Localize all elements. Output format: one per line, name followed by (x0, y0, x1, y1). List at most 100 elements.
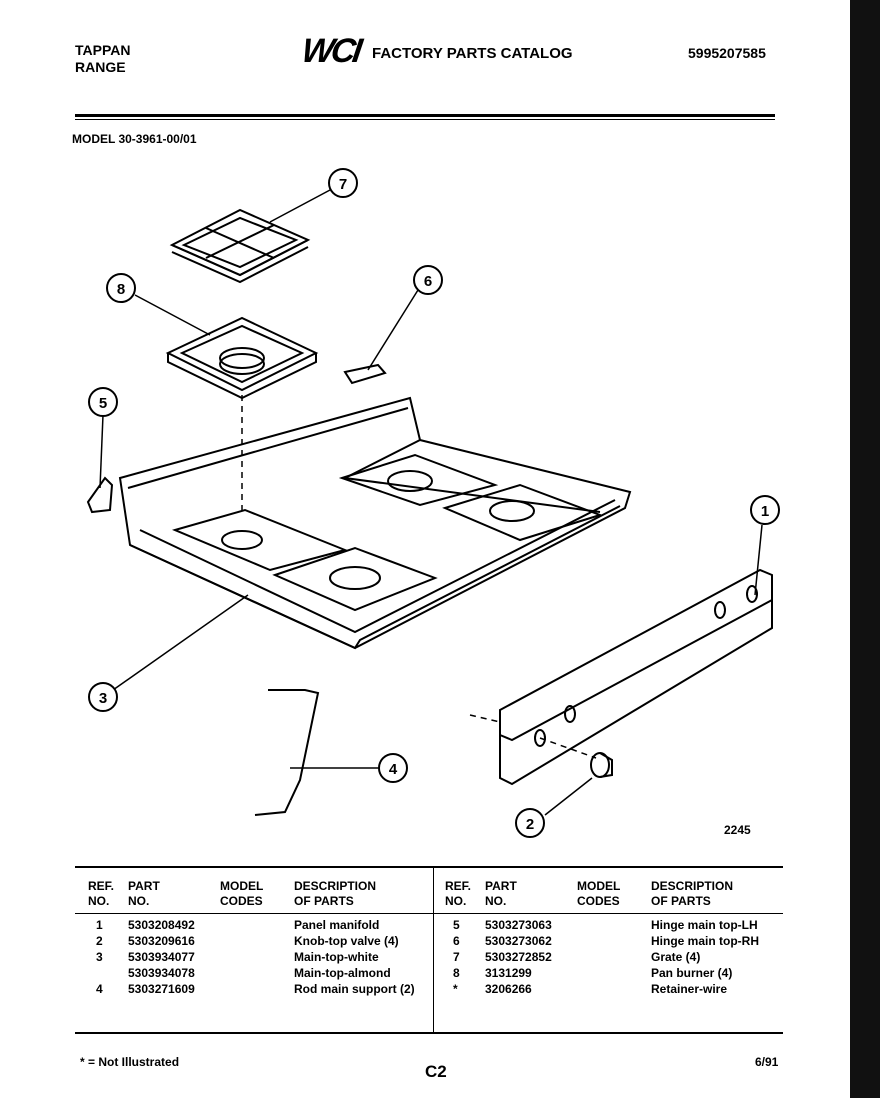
part-description: Main-top-white (294, 950, 379, 964)
header-of-parts: OF PARTS (651, 894, 711, 908)
header-desc: DESCRIPTION (651, 879, 734, 893)
header-model: MODEL (220, 879, 264, 893)
support-rod-drawing (254, 689, 320, 816)
header-ref-no: NO. (88, 894, 110, 908)
grate-drawing (169, 208, 311, 284)
header-part: PART (485, 879, 517, 893)
table-row: 2 5303209616 Knob-top valve (4) (88, 933, 434, 949)
table-center-divider (433, 868, 434, 1032)
table-row: 4 5303271609 Rod main support (2) (88, 981, 434, 997)
table-row: 1 5303208492 Panel manifold (88, 917, 434, 933)
part-no: 3131299 (485, 966, 532, 980)
header-rule (75, 114, 775, 117)
catalog-number: 5995207585 (688, 45, 766, 61)
part-no: 5303272852 (485, 950, 552, 964)
header-part: PART (128, 879, 160, 893)
model-number: MODEL 30-3961-00/01 (72, 132, 197, 146)
pan-burner-drawing (165, 316, 319, 400)
model-codes (577, 981, 651, 997)
callout-5-label: 5 (99, 395, 107, 412)
header-part-no: NO. (128, 894, 150, 908)
callout-7 (328, 168, 358, 198)
model-codes (220, 949, 294, 965)
header-part-no: NO. (485, 894, 507, 908)
callout-3-label: 3 (99, 690, 107, 707)
hinge-lh-drawing (86, 476, 114, 514)
header-ref-no: NO. (445, 894, 467, 908)
ref-no (88, 965, 128, 981)
callout-8 (106, 273, 136, 303)
callout-7-label: 7 (339, 176, 347, 193)
wci-logo: WCI (299, 32, 362, 70)
part-description: Hinge main top-LH (651, 918, 758, 932)
publication-date: 6/91 (755, 1055, 779, 1069)
model-codes (577, 965, 651, 981)
ref-no: 3 (96, 950, 103, 964)
part-description: Retainer-wire (651, 982, 728, 996)
ref-no: 6 (453, 934, 460, 948)
part-no: 5303934077 (128, 950, 195, 964)
callout-6 (413, 265, 443, 295)
header-ref: REF. (88, 879, 115, 893)
ref-no: 4 (96, 982, 103, 996)
callout-1 (750, 495, 780, 525)
callout-2-label: 2 (526, 816, 534, 833)
header-desc: DESCRIPTION (294, 879, 377, 893)
callout-6-label: 6 (424, 273, 432, 290)
part-description: Rod main support (2) (294, 982, 415, 996)
model-codes (220, 965, 294, 981)
header-ref: REF. (445, 879, 472, 893)
callout-3 (88, 682, 118, 712)
table-header-rule (75, 913, 783, 914)
model-codes (577, 949, 651, 965)
callout-1-label: 1 (761, 503, 769, 520)
catalog-title: FACTORY PARTS CATALOG (372, 45, 573, 62)
part-no: 5303271609 (128, 982, 195, 996)
part-no: 5303208492 (128, 918, 195, 932)
callout-2 (515, 808, 545, 838)
model-codes (220, 981, 294, 997)
part-description: Pan burner (4) (651, 966, 733, 980)
knob-drawing (590, 752, 613, 778)
model-codes (577, 933, 651, 949)
part-description: Main-top-almond (294, 966, 391, 980)
product-type: RANGE (75, 59, 126, 75)
table-row: 3 5303934077 Main-top-white (88, 949, 434, 965)
header-rule-thin (75, 119, 775, 120)
panel-manifold-drawing (499, 568, 773, 786)
table-row: 8 3131299 Pan burner (4) (445, 965, 791, 981)
hinge-rh-drawing (343, 363, 387, 385)
header-codes: CODES (220, 894, 263, 908)
table-row: 5 5303273063 Hinge main top-LH (445, 917, 791, 933)
ref-no: 1 (96, 918, 103, 932)
header-of-parts: OF PARTS (294, 894, 354, 908)
ref-no: * (453, 982, 458, 996)
header-model: MODEL (577, 879, 621, 893)
page-number: C2 (425, 1062, 447, 1081)
table-row: 6 5303273062 Hinge main top-RH (445, 933, 791, 949)
callout-4 (378, 753, 408, 783)
part-description: Hinge main top-RH (651, 934, 759, 948)
table-bottom-rule (75, 1032, 783, 1034)
callout-8-label: 8 (117, 281, 125, 298)
part-no: 5303209616 (128, 934, 195, 948)
table-row: 5303934078 Main-top-almond (88, 965, 434, 981)
part-no: 5303273062 (485, 934, 552, 948)
drawing-number: 2245 (724, 823, 751, 837)
model-codes (577, 917, 651, 933)
ref-no: 8 (453, 966, 460, 980)
ref-no: 7 (453, 950, 460, 964)
table-row: 7 5303272852 Grate (4) (445, 949, 791, 965)
part-no: 5303273063 (485, 918, 552, 932)
brand-name: TAPPAN (75, 42, 131, 58)
table-top-rule (75, 866, 783, 868)
callout-4-label: 4 (389, 761, 398, 778)
table-row: * 3206266 Retainer-wire (445, 981, 791, 997)
part-description: Knob-top valve (4) (294, 934, 399, 948)
model-codes (220, 933, 294, 949)
ref-no: 2 (96, 934, 103, 948)
part-no: 5303934078 (128, 966, 195, 980)
ref-no: 5 (453, 918, 460, 932)
